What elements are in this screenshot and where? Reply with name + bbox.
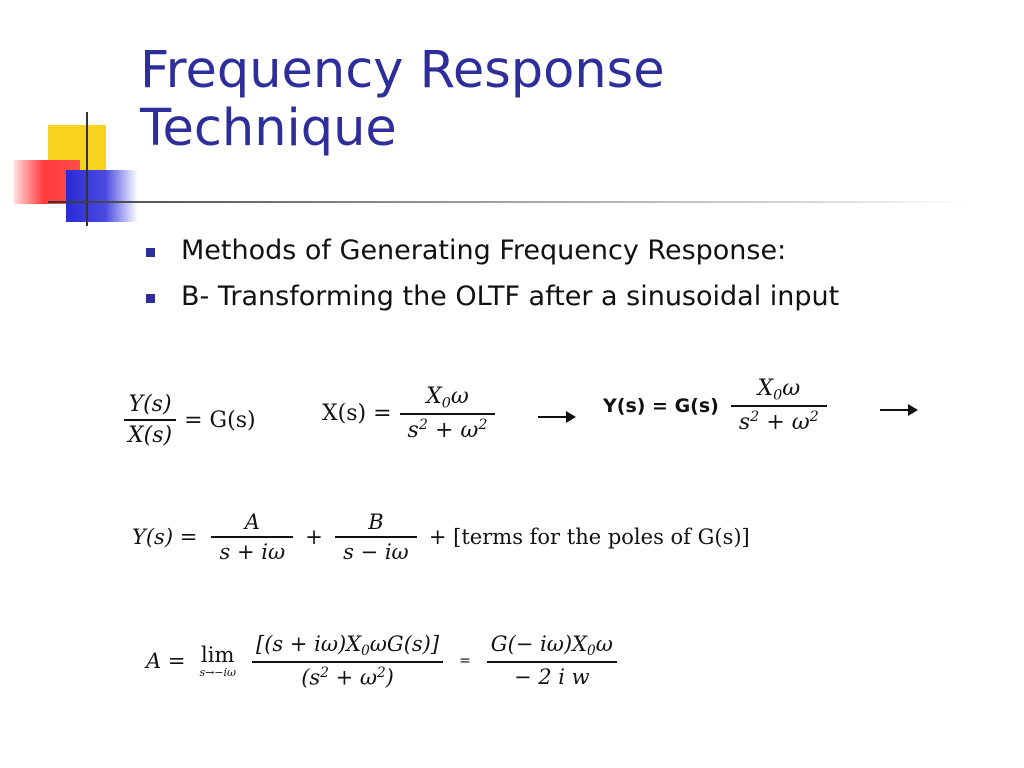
equation-lhs: Y(s) = G(s) [603, 394, 719, 417]
bullet-square-icon [146, 294, 155, 303]
fraction: X0ω s2 + ω2 [730, 376, 827, 436]
symbol: ω [460, 418, 479, 444]
equation-lhs: X(s) = [322, 401, 392, 427]
superscript: 2 [418, 417, 428, 434]
equation-partial-fractions: Y(s) = A s + iω + B s − iω + [terms for … [132, 510, 750, 564]
fraction-denominator: s + iω [211, 536, 294, 564]
slide-title-line-2: Technique [140, 99, 397, 158]
expression: ωG(s)] [369, 632, 440, 656]
right-arrow-icon [538, 411, 576, 423]
symbol: X [426, 384, 442, 409]
superscript: 2 [376, 665, 386, 682]
bullet-item: B- Transforming the OLTF after a sinusoi… [144, 278, 904, 316]
operator: + [759, 410, 792, 436]
fraction-numerator: B [368, 510, 384, 534]
bullet-text: B- Transforming the OLTF after a sinusoi… [181, 281, 840, 312]
fraction-numerator: [(s + iω)X0ωG(s)] [252, 632, 443, 661]
symbol: s [738, 410, 751, 436]
subscript: 0 [587, 643, 596, 660]
fraction: [(s + iω)X0ωG(s)] (s2 + ω2) [252, 632, 444, 690]
bullet-square-icon [146, 248, 155, 257]
symbol: ω [791, 410, 810, 436]
operator: + [305, 525, 323, 549]
fraction-numerator: G(− iω)X0ω [487, 632, 617, 661]
fraction: B s − iω [334, 510, 417, 564]
fraction: X0ω s2 + ω2 [399, 384, 496, 444]
equation-transfer-function: Y(s) X(s) = G(s) [124, 392, 256, 448]
expression: ) [385, 665, 394, 690]
fraction-numerator: A [244, 510, 260, 534]
equation-rhs: = G(s) [184, 407, 256, 433]
fraction-denominator: s2 + ω2 [730, 405, 827, 436]
subscript: 0 [773, 387, 783, 404]
fraction-numerator: X0ω [753, 376, 804, 405]
equation-input: X(s) = X0ω s2 + ω2 [322, 384, 496, 444]
symbol: ω [782, 376, 801, 401]
expression: G(− iω)X [490, 632, 588, 657]
symbol: X [757, 376, 774, 401]
bullet-text: Methods of Generating Frequency Response… [181, 235, 787, 266]
expression: [(s + iω)X [256, 632, 362, 656]
symbol: s [407, 418, 419, 444]
title-divider [48, 201, 968, 203]
slide-title-line-1: Frequency Response [140, 41, 665, 100]
right-arrow-icon [880, 404, 918, 416]
operator: = [459, 652, 471, 669]
equation-output: Y(s) = G(s) X0ω s2 + ω2 [603, 376, 827, 435]
expression: + ω [328, 665, 377, 690]
subscript: 0 [361, 643, 370, 660]
fraction: Y(s) X(s) [124, 392, 177, 448]
slide-title: Frequency Response Technique [140, 42, 665, 158]
fraction: G(− iω)X0ω − 2 i w [486, 632, 617, 689]
fraction-denominator: s − iω [334, 536, 417, 564]
fraction-numerator: Y(s) [128, 392, 172, 417]
equation-tail: + [terms for the poles of G(s)] [428, 525, 750, 549]
fraction-denominator: s2 + ω2 [399, 413, 496, 444]
fraction-denominator: (s2 + ω2) [252, 661, 444, 690]
decor-blue-square [66, 170, 138, 222]
superscript: 2 [320, 665, 329, 682]
operator: + [427, 418, 461, 444]
equation-lhs: Y(s) = [132, 525, 198, 549]
expression: (s [301, 665, 321, 690]
subscript: 0 [441, 395, 451, 412]
bullet-item: Methods of Generating Frequency Response… [144, 232, 904, 270]
limit: lim s→−iω [199, 643, 236, 679]
equation-residue: A = lim s→−iω [(s + iω)X0ωG(s)] (s2 + ω2… [146, 632, 617, 690]
fraction-numerator: X0ω [422, 384, 473, 413]
fraction-denominator: − 2 i w [486, 661, 617, 689]
bullet-list: Methods of Generating Frequency Response… [144, 232, 904, 324]
limit-word: lim [201, 642, 235, 667]
fraction-denominator: X(s) [124, 419, 177, 448]
symbol: ω [450, 384, 469, 409]
limit-subscript: s→−iω [199, 665, 237, 679]
equation-lhs: A = [146, 648, 186, 673]
superscript: 2 [478, 417, 488, 434]
fraction: A s + iω [211, 510, 294, 564]
expression: ω [595, 632, 613, 657]
superscript: 2 [809, 409, 819, 426]
superscript: 2 [750, 409, 760, 426]
decor-vertical-line [86, 112, 88, 226]
